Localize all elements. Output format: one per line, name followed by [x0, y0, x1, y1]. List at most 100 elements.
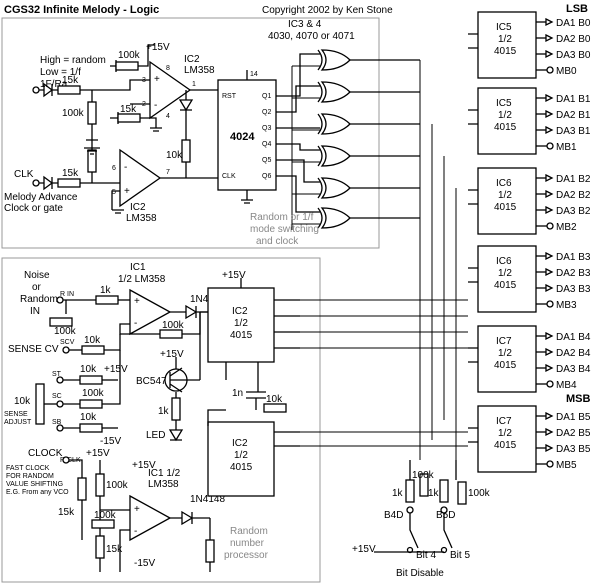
ic-4024-label: 4024 [230, 131, 255, 143]
svg-text:1/2: 1/2 [498, 34, 512, 45]
clk-jack[interactable] [32, 179, 40, 187]
sense-cv-jack[interactable] [62, 346, 70, 354]
svg-text:15k: 15k [62, 168, 79, 179]
svg-text:5: 5 [112, 189, 116, 196]
ic1-opamp-top [129, 288, 172, 336]
sense-cv-label: SENSE CV [8, 344, 59, 355]
output-label: DA1 B2 [556, 174, 591, 185]
sc-jack[interactable] [56, 400, 64, 408]
output-label: DA1 B0 [556, 18, 591, 29]
svg-text:+15V: +15V [104, 364, 128, 375]
random-in-jack[interactable] [56, 296, 64, 304]
svg-text:BC547: BC547 [136, 376, 167, 387]
output-label: DA2 B0 [556, 34, 591, 45]
noise-text-1: Noise [24, 270, 50, 281]
b4d-jack[interactable] [406, 506, 414, 514]
output-label: MB4 [556, 380, 577, 391]
sense-adjust-pot[interactable] [35, 383, 45, 425]
rng-note-1: Random [230, 526, 268, 537]
svg-text:+15V: +15V [352, 544, 376, 555]
lsb-label: LSB [566, 3, 588, 15]
svg-text:IC2: IC2 [232, 306, 248, 317]
ic1-opamp-bottom [129, 494, 172, 542]
mode-note-1: Random or 1/f [250, 212, 314, 223]
svg-text:1k: 1k [158, 406, 170, 417]
svg-text:+15V: +15V [146, 42, 170, 53]
svg-text:1/2: 1/2 [498, 428, 512, 439]
msb-label: MSB [566, 393, 591, 405]
svg-text:1/2: 1/2 [234, 450, 248, 461]
mb-output-jack[interactable] [546, 222, 554, 230]
b5d-label: B5D [436, 510, 455, 521]
svg-text:+: + [134, 296, 140, 307]
svg-text:1: 1 [192, 81, 196, 88]
svg-text:LM358: LM358 [148, 479, 179, 490]
output-label: DA3 B1 [556, 126, 591, 137]
ic2-opamp-bottom [119, 148, 162, 208]
svg-text:+: + [124, 186, 130, 197]
svg-text:4015: 4015 [494, 46, 517, 57]
output-label: DA2 B5 [556, 428, 591, 439]
svg-text:ST: ST [52, 371, 62, 378]
svg-text:4015: 4015 [230, 462, 253, 473]
output-label: DA3 B4 [556, 364, 591, 375]
ic1b-label: IC1 1/2 [148, 468, 181, 479]
svg-text:1/2: 1/2 [498, 110, 512, 121]
svg-text:1k: 1k [392, 488, 404, 499]
clock-label: CLOCK [28, 448, 63, 459]
output-label: DA3 B0 [556, 50, 591, 61]
xor-gate-4 [317, 145, 351, 167]
output-label: DA1 B3 [556, 252, 591, 263]
b5d-jack[interactable] [440, 506, 448, 514]
svg-text:-15V: -15V [134, 558, 155, 569]
high-random-text: High = random [40, 55, 106, 66]
bit-switches [409, 513, 453, 549]
mb-output-jack[interactable] [546, 142, 554, 150]
svg-text:4015: 4015 [230, 330, 253, 341]
output-ic-label: IC7 [496, 336, 512, 347]
ic2-opamp-top [149, 60, 192, 120]
output-label: DA2 B4 [556, 348, 591, 359]
clk-label: CLK [14, 169, 34, 180]
svg-text:IC2: IC2 [232, 438, 248, 449]
svg-text:R IN: R IN [60, 291, 74, 298]
svg-text:14: 14 [250, 71, 258, 78]
svg-text:1/2: 1/2 [498, 190, 512, 201]
output-label: DA1 B5 [556, 412, 591, 423]
svg-text:Random: Random [20, 294, 58, 305]
svg-text:1/2: 1/2 [498, 268, 512, 279]
xor-ic-type: 4030, 4070 or 4071 [268, 31, 355, 42]
svg-text:4: 4 [166, 113, 170, 120]
output-label: DA3 B2 [556, 206, 591, 217]
output-label: DA1 B1 [556, 94, 591, 105]
mb-output-jack[interactable] [546, 460, 554, 468]
svg-text:1k: 1k [428, 488, 440, 499]
mb-output-jack[interactable] [546, 300, 554, 308]
svg-text:+15V: +15V [132, 460, 156, 471]
clk-desc-1: Melody Advance [4, 192, 78, 203]
output-label: MB5 [556, 460, 577, 471]
svg-text:+15V: +15V [160, 349, 184, 360]
svg-text:Q6: Q6 [262, 173, 271, 180]
svg-text:-15V: -15V [100, 436, 121, 447]
mb-output-jack[interactable] [546, 380, 554, 388]
svg-text:15k: 15k [120, 104, 137, 115]
copyright-text: Copyright 2002 by Ken Stone [262, 5, 393, 16]
top-section-frame [1, 17, 380, 249]
svg-text:SENSE: SENSE [4, 411, 28, 418]
svg-text:+15V: +15V [222, 270, 246, 281]
rclk-jack[interactable] [62, 456, 70, 464]
xor-gate-1 [317, 49, 351, 71]
st-jack[interactable] [56, 376, 64, 384]
input-1f-ra-jack[interactable] [32, 86, 40, 94]
svg-text:-: - [154, 100, 157, 111]
output-ic-label: IC6 [496, 256, 512, 267]
output-label: DA1 B4 [556, 332, 591, 343]
sb-jack[interactable] [56, 424, 64, 432]
svg-text:FOR RANDOM: FOR RANDOM [6, 473, 54, 480]
mb-output-jack[interactable] [546, 66, 554, 74]
